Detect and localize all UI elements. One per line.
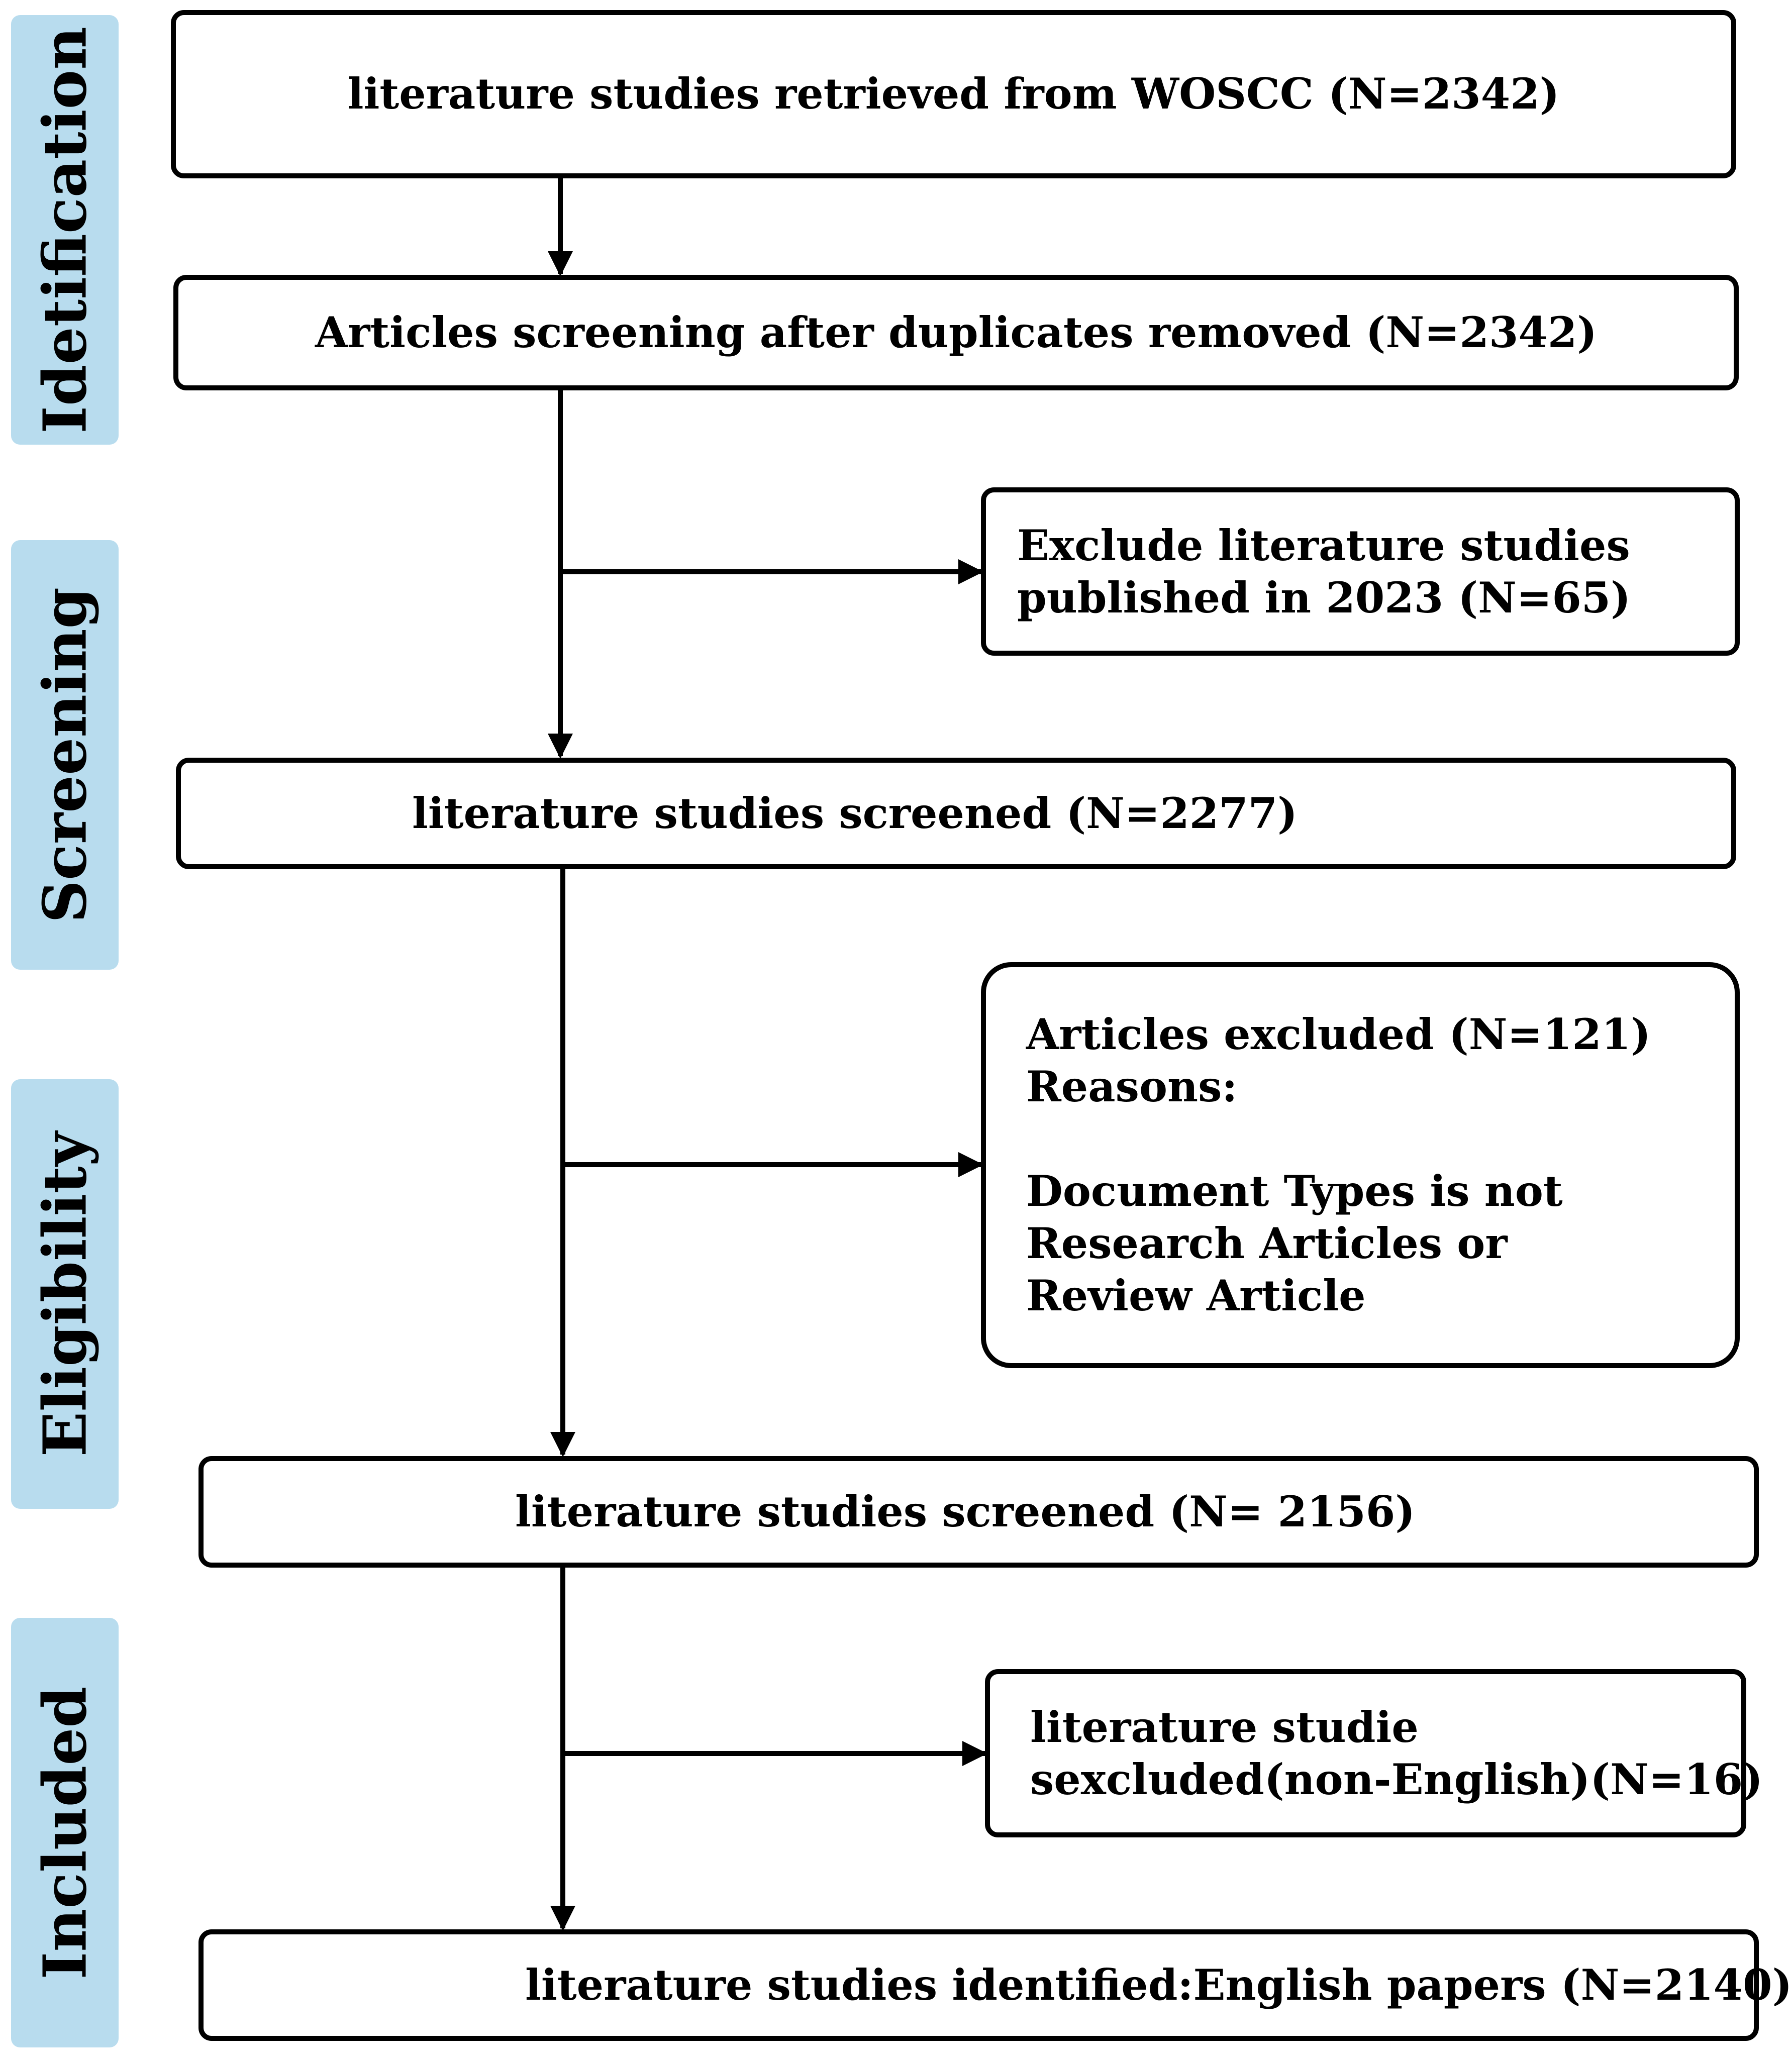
articles-excluded-line2: Reasons: <box>1026 1062 1238 1111</box>
stage-identification: Idetification <box>11 15 119 445</box>
exclude-2023-line2: published in 2023 (N=65) <box>1017 572 1631 623</box>
non-english-line1: literature studie <box>1030 1702 1419 1752</box>
stage-eligibility: Eligibility <box>11 1079 119 1509</box>
box-non-english-excluded: literature studie sexcluded(non-English)… <box>985 1669 1763 1837</box>
box-screened-2156: literature studies screened (N= 2156) <box>198 1456 1759 1568</box>
box-screened-2277: literature studies screened (N=2277) <box>176 758 1736 869</box>
box-records-retrieved: literature studies retrieved from WOSCC … <box>171 10 1736 178</box>
box-after-duplicates-text: Articles screening after duplicates remo… <box>315 307 1598 357</box>
box-exclude-2023: Exclude literature studies published in … <box>981 487 1740 656</box>
box-records-retrieved-text: literature studies retrieved from WOSCC … <box>347 69 1560 119</box>
stage-included: Included <box>11 1618 119 2047</box>
articles-excluded-line5: Review Article <box>1026 1271 1366 1320</box>
articles-excluded-line4: Research Articles or <box>1026 1218 1508 1268</box>
box-screened-2277-text: literature studies screened (N=2277) <box>412 788 1298 838</box>
box-studies-identified: literature studies identified:English pa… <box>198 1929 1792 2041</box>
stage-screening: Screening <box>11 540 119 970</box>
box-after-duplicates: Articles screening after duplicates remo… <box>173 275 1739 390</box>
box-screened-2156-text: literature studies screened (N= 2156) <box>515 1486 1416 1536</box>
articles-excluded-line1: Articles excluded (N=121) <box>1026 1009 1651 1059</box>
exclude-2023-line1: Exclude literature studies <box>1017 520 1630 570</box>
box-articles-excluded: Articles excluded (N=121) Reasons: Docum… <box>981 962 1740 1368</box>
non-english-line2: sexcluded(non-English)(N=16) <box>1030 1754 1763 1804</box>
articles-excluded-line3: Document Types is not <box>1026 1166 1563 1216</box>
articles-excluded-spacer <box>1026 1113 1735 1165</box>
box-studies-identified-text: literature studies identified:English pa… <box>525 1960 1792 2010</box>
